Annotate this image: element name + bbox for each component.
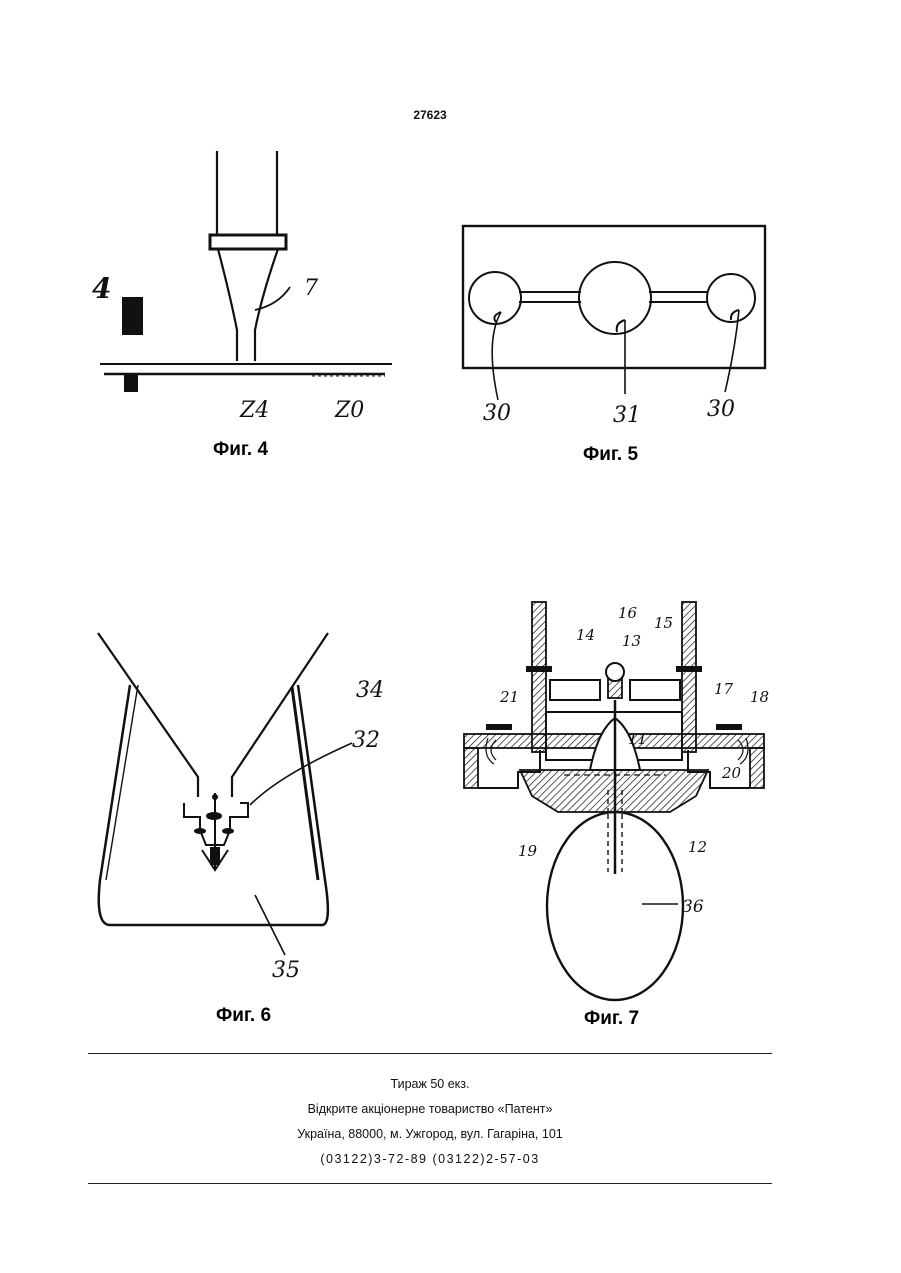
fig5-label-right: 30 (707, 397, 735, 422)
fig7-label-12: 12 (688, 838, 707, 856)
fig7-label-36: 36 (682, 897, 704, 917)
figure-6: 34 32 35 Фиг. 6 (90, 625, 410, 1035)
fig7-label-21: 21 (499, 688, 519, 706)
footer-phones: (03122)3-72-89 (03122)2-57-03 (88, 1147, 772, 1172)
fig5-caption: Фиг. 5 (583, 444, 638, 465)
fig4-label-z0: Z0 (334, 398, 364, 423)
fig4-label-part: 7 (304, 276, 318, 301)
fig4-label-z4: Z4 (239, 398, 269, 423)
clamp-block (124, 374, 138, 392)
fig4-label-side: 4 (92, 272, 111, 305)
footer-company: Відкрите акціонерне товариство «Патент» (88, 1097, 772, 1122)
footer-address: Україна, 88000, м. Ужгород, вул. Гагарін… (88, 1122, 772, 1147)
fig6-label-34: 34 (356, 678, 384, 703)
fig7-label-17: 17 (714, 680, 734, 698)
figure-5: 30 31 30 Фиг. 5 (455, 220, 775, 465)
figure-7: 16 14 13 15 21 17 18 11 20 19 12 36 Фиг.… (460, 600, 780, 1040)
fig5-label-left: 30 (483, 401, 511, 426)
fig7-label-13: 13 (622, 632, 641, 650)
fig7-caption: Фиг. 7 (584, 1008, 639, 1029)
fig7-label-11: 11 (628, 730, 647, 748)
footer-circulation: Тираж 50 екз. (88, 1072, 772, 1097)
fig7-label-19: 19 (518, 842, 538, 860)
fig7-label-20: 20 (721, 764, 742, 782)
figure-4: 4 7 Z4 Z0 Фиг. 4 (80, 145, 400, 465)
marker-block (122, 297, 143, 335)
fig7-label-18: 18 (750, 688, 769, 706)
fig7-label-16: 16 (618, 604, 638, 622)
footer-bottom-rule (88, 1183, 772, 1184)
footer-top-rule (88, 1053, 772, 1054)
fig6-caption: Фиг. 6 (216, 1005, 271, 1026)
fig7-label-15: 15 (654, 614, 673, 632)
fig6-label-35: 35 (272, 958, 300, 983)
fig6-label-32: 32 (352, 728, 380, 753)
patent-number: 27623 (0, 108, 860, 122)
fig4-caption: Фиг. 4 (213, 439, 268, 460)
fig5-label-center: 31 (613, 403, 641, 428)
fig7-label-14: 14 (576, 626, 595, 644)
publisher-footer: Тираж 50 екз. Відкрите акціонерне товари… (88, 1072, 772, 1172)
